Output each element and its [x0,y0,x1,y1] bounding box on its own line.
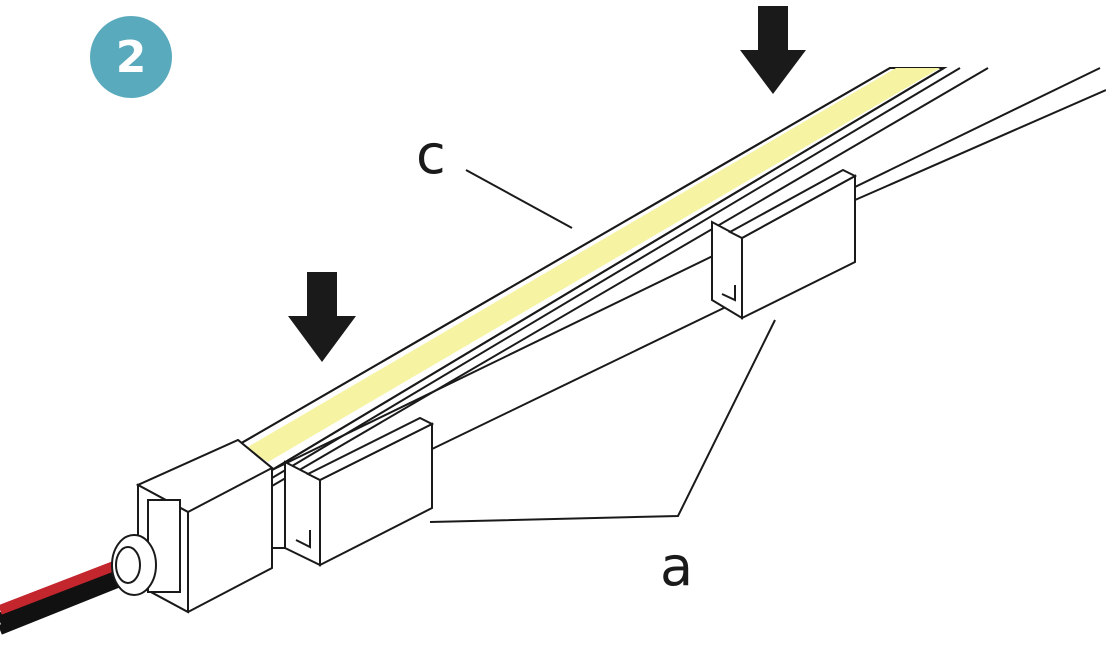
led-profile [236,67,989,487]
clips-label: a [660,535,694,598]
mounting-clip-back [711,168,858,320]
mounting-clip-front [284,416,435,567]
callout-lines [429,169,776,523]
profile-label: c [416,123,446,186]
step-badge: 2 [90,16,172,98]
end-cap [111,438,274,614]
led-strip [246,68,940,462]
down-arrow-icon [288,272,356,362]
down-arrow-icon [740,6,806,94]
step-number: 2 [115,31,147,83]
